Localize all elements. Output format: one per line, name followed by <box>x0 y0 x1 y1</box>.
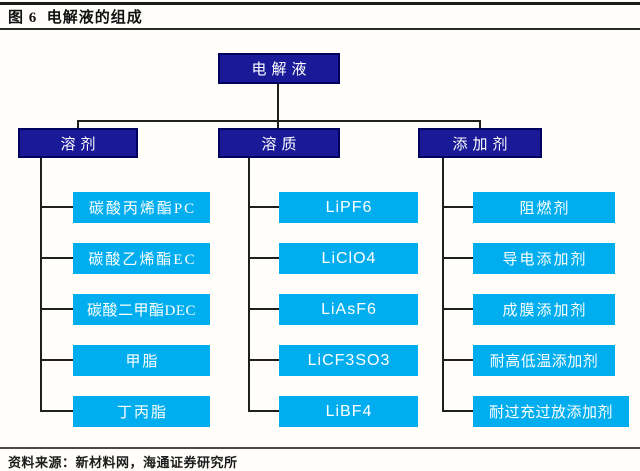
branch-node-solvent: 溶剂 <box>18 128 138 158</box>
connector-stub <box>248 359 280 361</box>
footer-rule <box>0 447 640 449</box>
connector-root-drop <box>277 84 279 130</box>
leaf-node: 碳酸丙烯酯PC <box>73 192 210 223</box>
leaf-node: LiClO4 <box>279 243 418 274</box>
leaf-node: LiCF3SO3 <box>279 345 418 376</box>
connector-col-additive <box>442 157 444 412</box>
figure-title: 图 6 电解液的组成 <box>8 10 143 26</box>
leaf-node: 耐高低温添加剂 <box>473 345 615 376</box>
header-top-rule <box>0 2 640 5</box>
leaf-node: 碳酸乙烯酯EC <box>73 243 210 274</box>
connector-stub <box>442 410 474 412</box>
leaf-node: 成膜添加剂 <box>473 294 615 325</box>
leaf-node: 丁丙脂 <box>73 396 210 427</box>
connector-stub <box>248 410 280 412</box>
connector-stub <box>40 257 74 259</box>
leaf-node: 导电添加剂 <box>473 243 615 274</box>
leaf-node: 碳酸二甲酯DEC <box>73 294 210 325</box>
leaf-node: 阻燃剂 <box>473 192 615 223</box>
connector-stub <box>40 410 74 412</box>
root-node-electrolyte: 电解液 <box>218 53 340 84</box>
connector-col-solute <box>248 157 250 412</box>
branch-node-solute: 溶质 <box>218 128 340 158</box>
connector-drop-solvent <box>77 120 79 130</box>
leaf-node: LiPF6 <box>279 192 418 223</box>
connector-bus <box>77 120 481 122</box>
connector-col-solvent <box>40 157 42 412</box>
leaf-node: LiAsF6 <box>279 294 418 325</box>
leaf-node: 甲脂 <box>73 345 210 376</box>
connector-stub <box>442 206 474 208</box>
branch-node-additive: 添加剂 <box>418 128 542 158</box>
connector-stub <box>442 308 474 310</box>
connector-stub <box>442 257 474 259</box>
header-bottom-rule <box>0 28 640 30</box>
connector-stub <box>248 308 280 310</box>
connector-stub <box>248 257 280 259</box>
leaf-node: 耐过充过放添加剂 <box>473 396 629 427</box>
connector-stub <box>40 308 74 310</box>
connector-stub <box>40 359 74 361</box>
connector-stub <box>442 359 474 361</box>
connector-stub <box>248 206 280 208</box>
leaf-node: LiBF4 <box>279 396 418 427</box>
connector-drop-additive <box>479 120 481 130</box>
connector-stub <box>40 206 74 208</box>
source-note: 资料来源：新材料网，海通证券研究所 <box>8 455 238 470</box>
